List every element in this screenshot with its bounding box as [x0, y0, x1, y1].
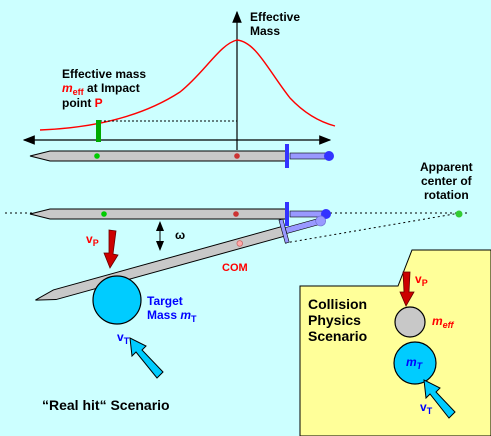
effective-mass-curve: [39, 39, 336, 131]
axis-title-line2: Mass: [250, 24, 281, 38]
annotation-sub: eff: [72, 87, 84, 97]
sword-graph: [29, 144, 334, 168]
vp-label-collision: vP: [415, 272, 428, 288]
meff-label: meff: [432, 314, 454, 330]
annotation-point: P: [94, 96, 103, 110]
target-mass: [92, 275, 142, 325]
annotation-line3: point P: [62, 96, 103, 110]
vp-label-real: vP: [86, 232, 99, 248]
com-label: COM: [222, 262, 248, 274]
mt-label-collision: mT: [406, 355, 423, 371]
center-of-rotation-marker: [455, 210, 463, 218]
vp-arrow-real: [103, 229, 119, 269]
real-hit-caption: “Real hit“ Scenario: [42, 397, 170, 413]
com-marker: [234, 153, 240, 159]
collision-panel: [299, 249, 491, 436]
sword-reference: [29, 202, 331, 226]
vt-arrow-collision: [423, 379, 456, 419]
target-mass-label: Target Mass mT: [147, 294, 197, 324]
annotation-line2-rest: at Impact: [83, 81, 140, 95]
impact-point-marker: [94, 153, 100, 159]
impact-point-bar: [96, 120, 101, 142]
vt-label-collision: vT: [420, 400, 433, 416]
omega-label: ω: [175, 228, 186, 242]
axis-title: Effective Mass: [250, 10, 300, 38]
target-mass-ball: [393, 341, 437, 385]
effective-mass-ball: [394, 306, 426, 338]
collision-title: Collision Physics Scenario: [308, 296, 368, 344]
center-of-rotation-label: Apparent center of rotation: [420, 160, 473, 202]
vp-arrow-collision: [399, 271, 415, 307]
rotated-reference-line: [284, 212, 461, 244]
vt-arrow-real: [129, 337, 164, 379]
vt-label-real: vT: [117, 330, 130, 346]
effective-mass-annotation: Effective mass meff at Impact point P: [62, 67, 146, 110]
annotation-line2: meff at Impact: [62, 81, 146, 97]
annotation-line1: Effective mass: [62, 67, 147, 81]
annotation-m: m: [62, 81, 73, 95]
axis-title-line1: Effective: [250, 10, 301, 24]
